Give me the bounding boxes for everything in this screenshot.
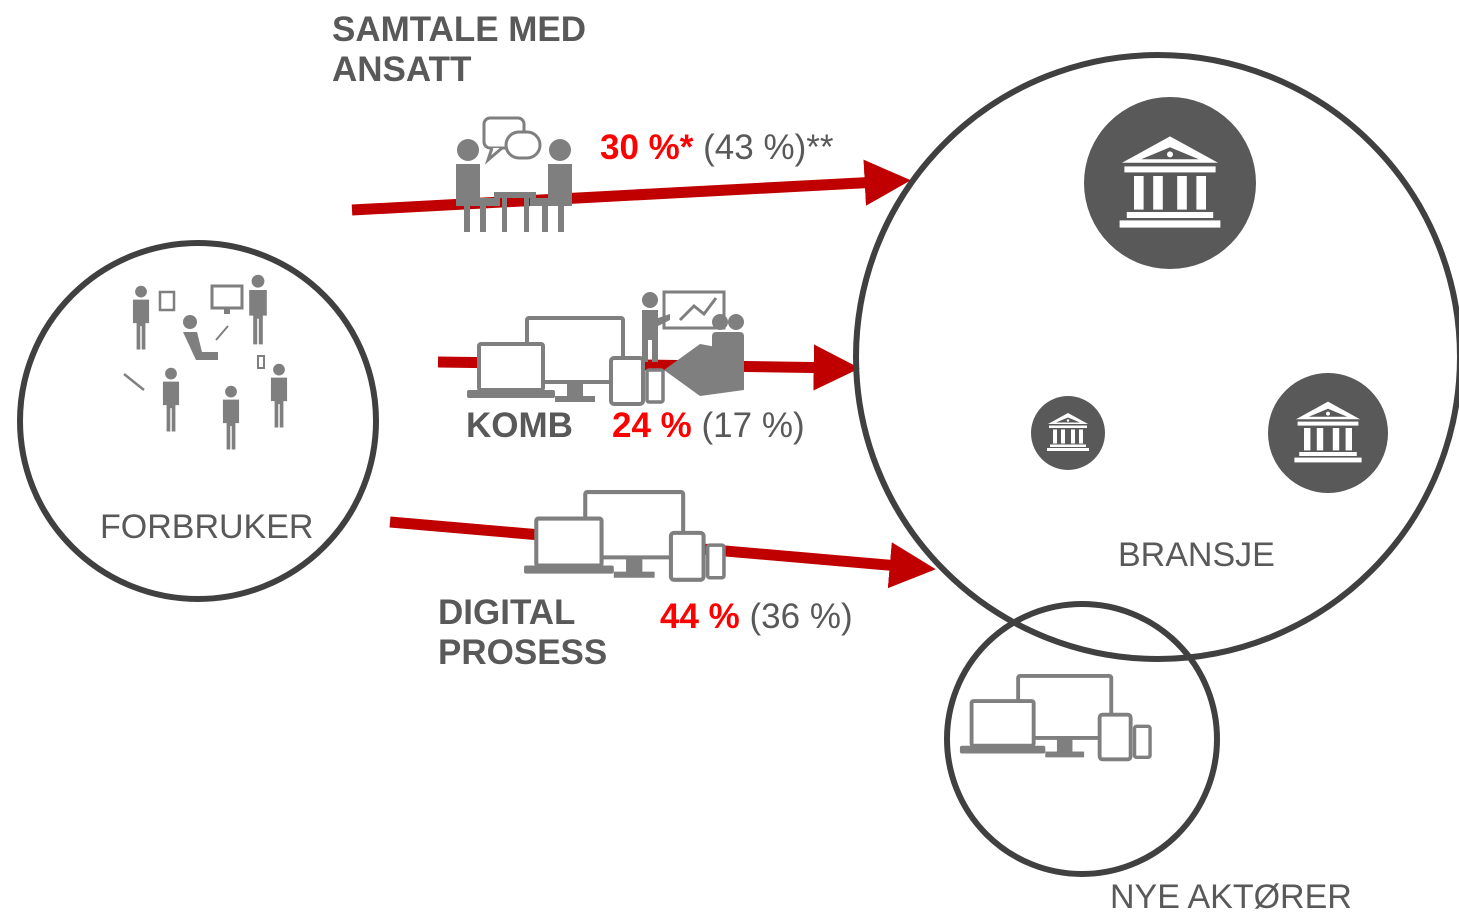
- employee-share: 30 %* (43 %)**: [600, 128, 833, 168]
- bank-icon: [1084, 97, 1256, 269]
- bank-icon: [1031, 396, 1105, 470]
- devices-icon: [524, 492, 724, 580]
- arrow-employee-channel: [351, 159, 911, 216]
- industry-label: BRANSJE: [1118, 536, 1275, 574]
- digital-share-previous: (36 %): [749, 597, 853, 636]
- employee-channel-title: SAMTALE MED ANSATT: [332, 10, 586, 91]
- employee-title-line2: ANSATT: [332, 50, 472, 90]
- employee-share-previous: (43 %)**: [703, 128, 834, 167]
- devices-icon: [958, 673, 1152, 762]
- digital-title-line2: PROSESS: [438, 633, 608, 673]
- industry-circle: [853, 52, 1459, 662]
- meeting-icon: [456, 116, 572, 232]
- combined-share-value: 24 %: [612, 406, 692, 445]
- presentation-icon: [642, 290, 744, 396]
- employee-title-line1: SAMTALE MED: [332, 10, 587, 49]
- digital-channel-title: DIGITAL PROSESS: [438, 593, 607, 674]
- digital-share: 44 % (36 %): [660, 597, 853, 637]
- bank-icon: [1268, 373, 1388, 493]
- combined-share: 24 % (17 %): [612, 406, 805, 446]
- digital-title-line1: DIGITAL: [438, 593, 576, 632]
- digital-share-value: 44 %: [660, 597, 740, 636]
- combined-channel-title: KOMB: [466, 406, 573, 445]
- new-actors-circle: [944, 601, 1220, 877]
- devices-icon: [467, 318, 663, 404]
- new-actors-label: NYE AKTØRER: [1110, 878, 1352, 916]
- combined-share-previous: (17 %): [701, 406, 805, 445]
- consumer-label: FORBRUKER: [100, 508, 314, 546]
- consumer-circle: [17, 240, 379, 602]
- people-network-icon: [123, 274, 288, 450]
- employee-share-value: 30 %*: [600, 128, 694, 167]
